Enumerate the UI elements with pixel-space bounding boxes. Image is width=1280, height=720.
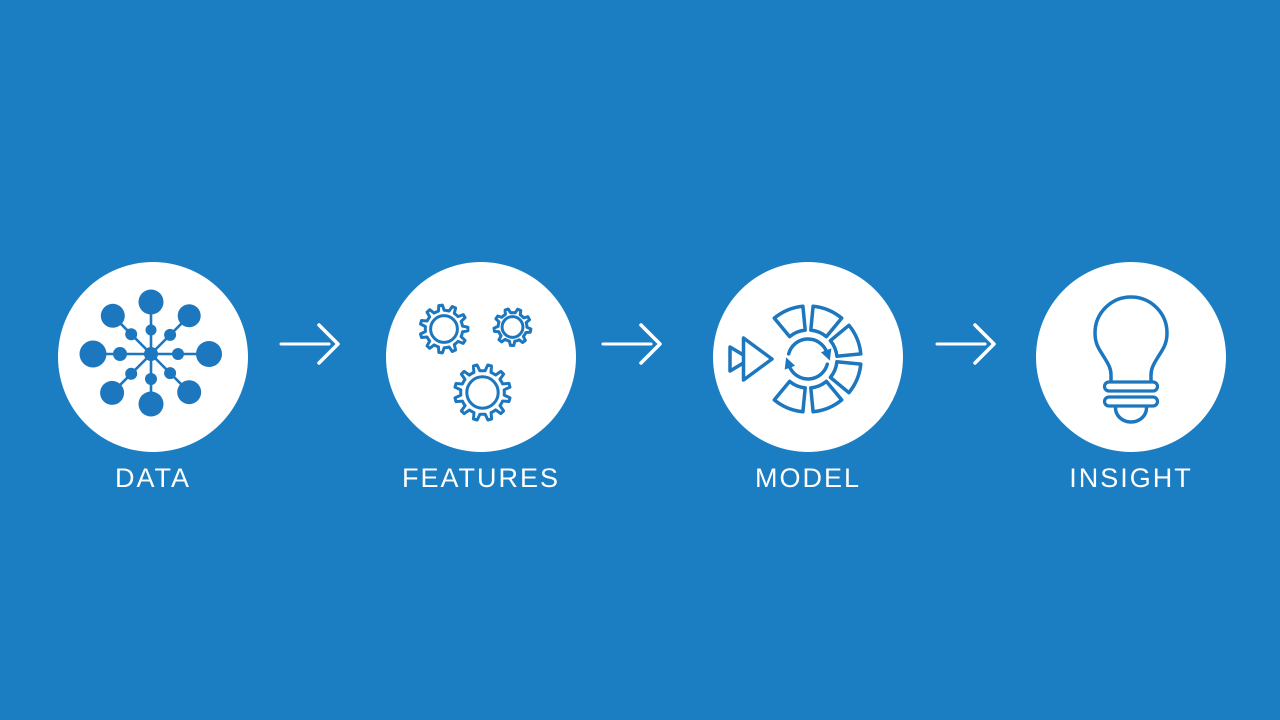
right-arrow-icon [601,323,662,365]
step-circle-features [386,262,576,452]
step-circle-data [58,262,248,452]
gears-icon [419,303,533,422]
right-arrow-icon [935,323,996,365]
right-arrow-icon [279,323,340,365]
data-network-icon [79,289,222,417]
model-iteration-icon [728,304,863,414]
lightbulb-icon [1093,295,1169,424]
step-label-data: DATA [114,463,191,493]
step-circle-model [713,262,903,452]
step-label-features: FEATURES [401,463,560,493]
step-label-model: MODEL [754,463,862,493]
step-circle-insight [1036,262,1226,452]
step-label-insight: INSIGHT [1069,463,1193,493]
